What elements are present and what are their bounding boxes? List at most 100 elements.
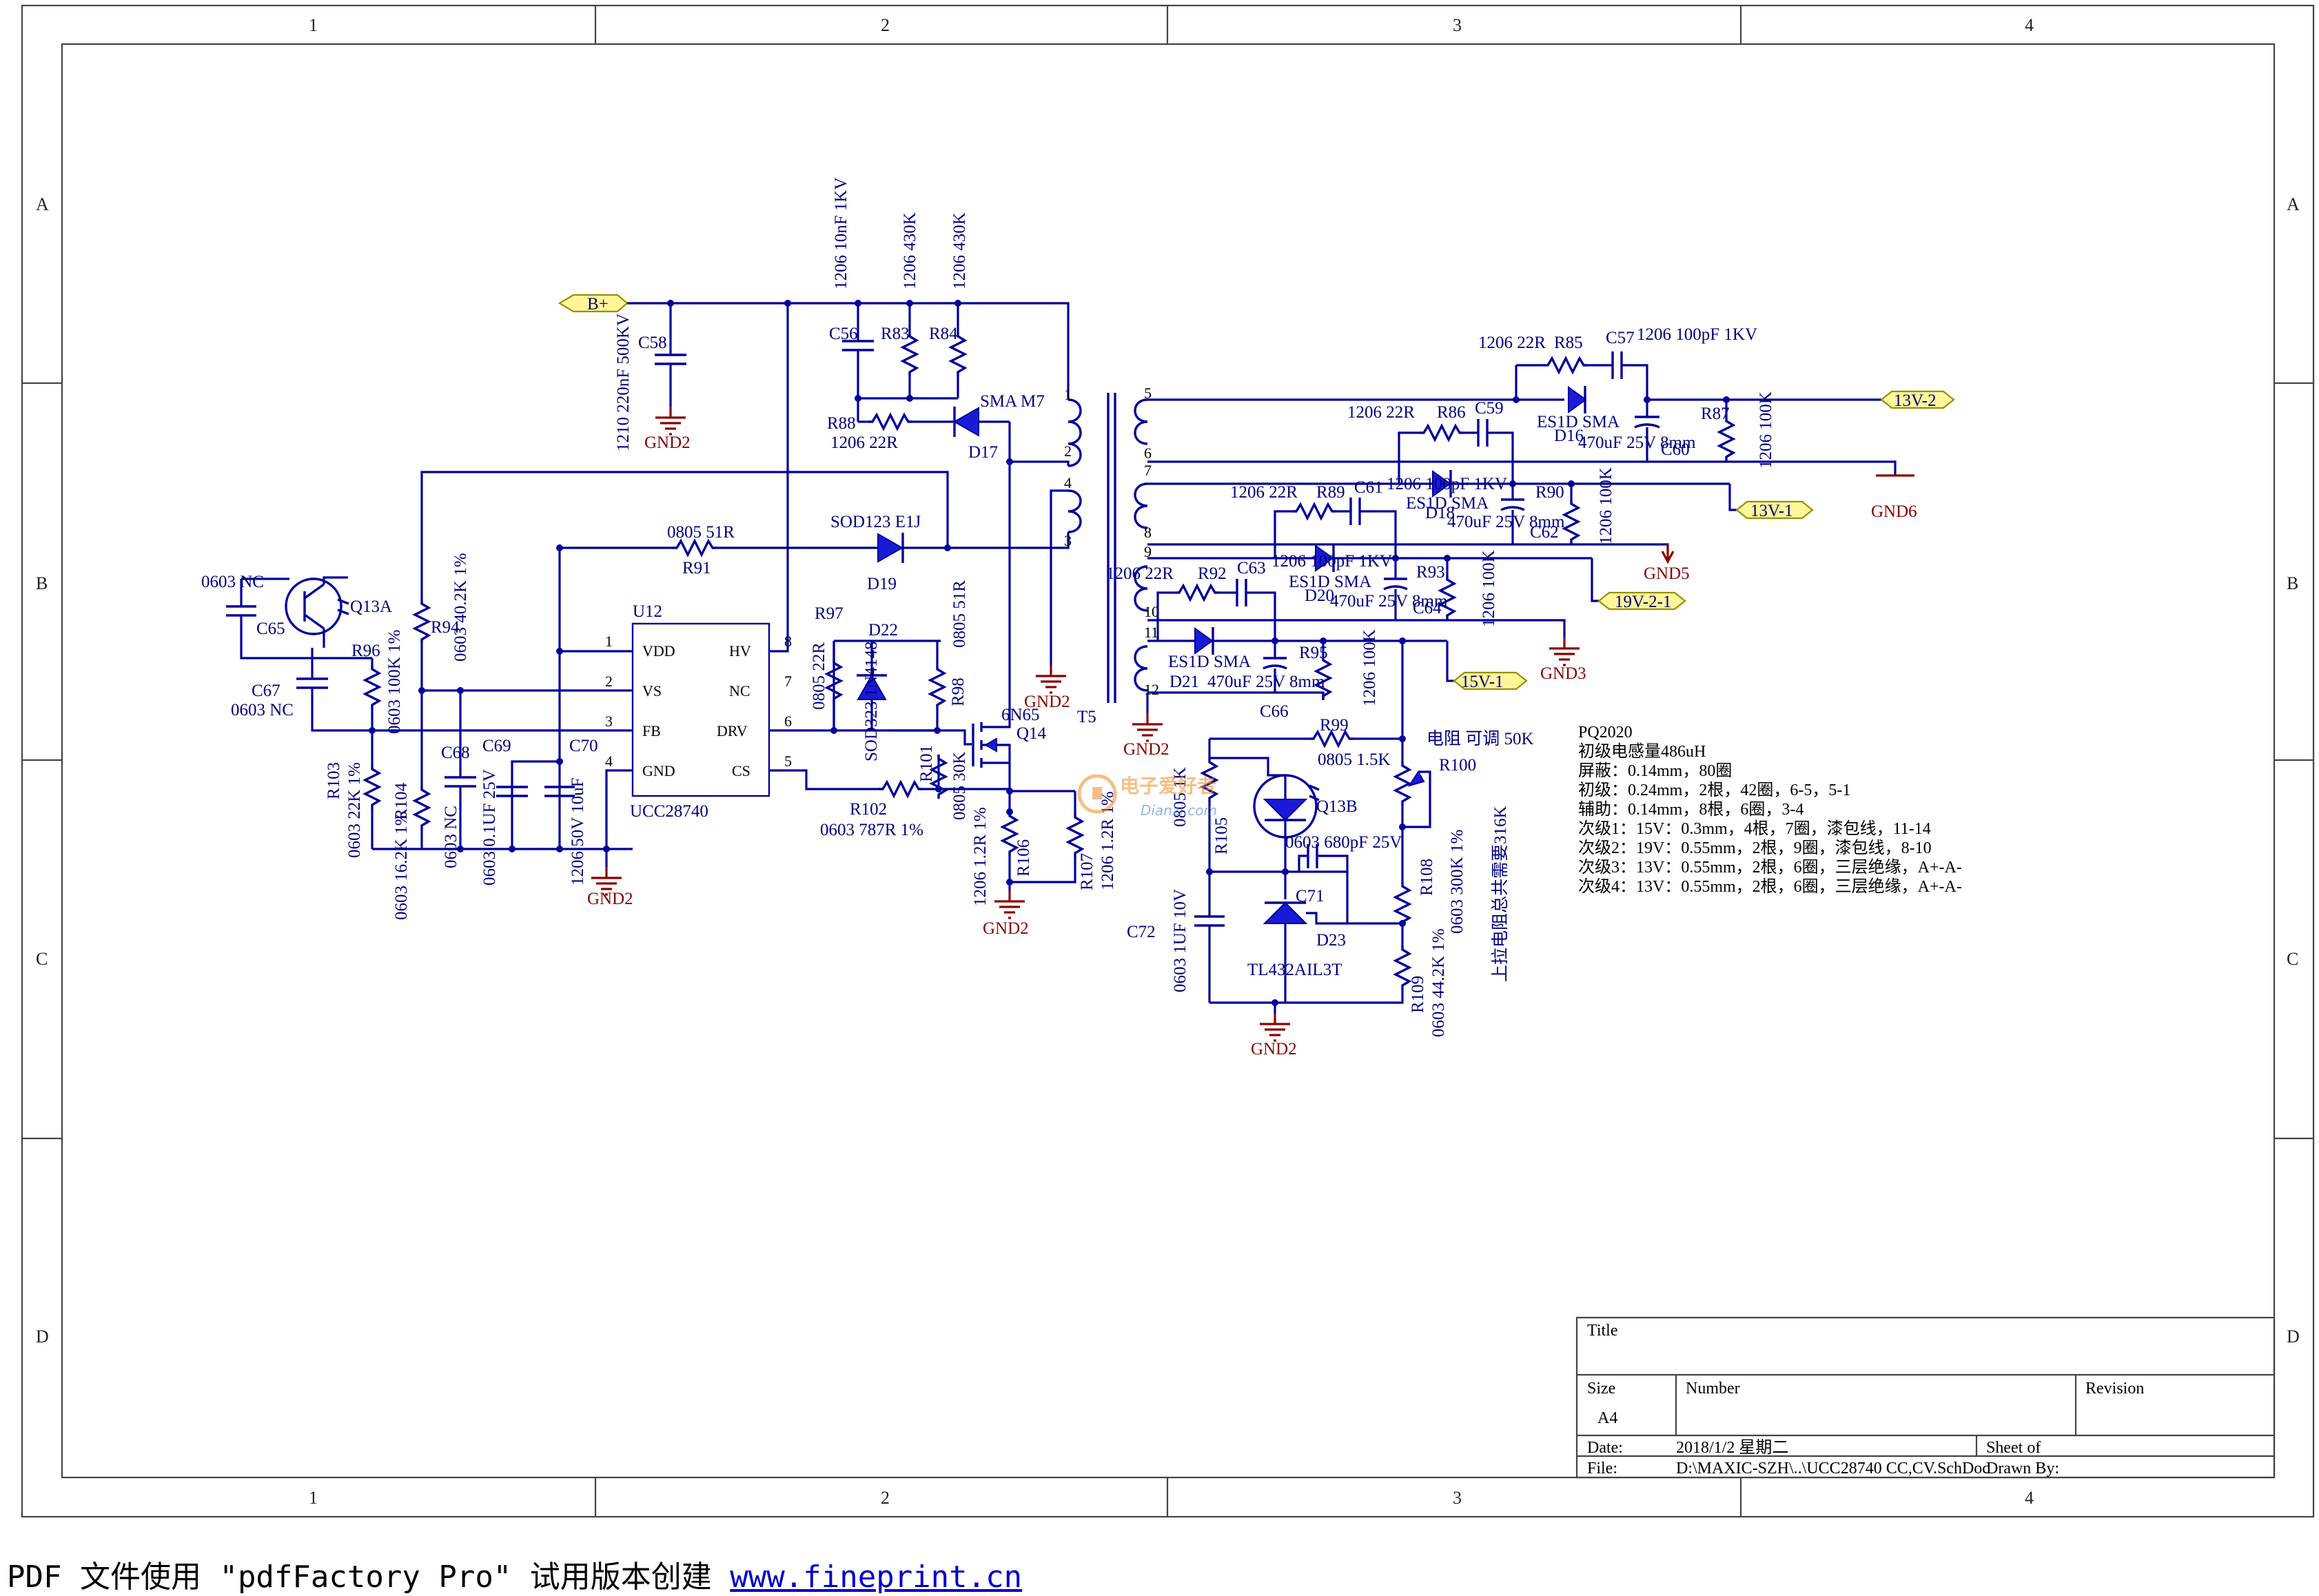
zone-col-1-bottom: 1 [309, 1488, 318, 1508]
r98-ref: R98 [949, 677, 968, 706]
output-19v-2-1: GND3 19V-2-1 1206 22R R89 C61 1206 100pF… [1147, 478, 1686, 683]
r93-ref: R93 [1416, 563, 1445, 582]
r92-ref: R92 [1198, 564, 1227, 583]
tb-file-label: File: [1587, 1460, 1617, 1477]
t5-pin-9: 9 [1144, 543, 1152, 560]
t5-ref: T5 [1077, 708, 1096, 726]
output-13v-1: GND5 13V-1 1206 22R R86 C59 1206 100pF 1… [1147, 399, 1814, 583]
port-15v-1: 15V-1 [1461, 673, 1504, 691]
r85-value: 1206 22R [1478, 334, 1546, 352]
pdf-footer: PDF 文件使用 "pdfFactory Pro" 试用版本创建 www.fin… [7, 1552, 1022, 1596]
zone-row-c-left: C [36, 949, 48, 969]
u12-pin-7-num: 7 [784, 673, 792, 690]
tb-file-value: D:\MAXIC-SZH\..\UCC28740 CC,CV.SchDoc [1676, 1460, 1990, 1477]
watermark-cn: 电子爱好者 [1120, 775, 1216, 797]
r83-value: 1206 430K [901, 212, 919, 289]
t5-pin-1: 1 [1064, 386, 1072, 403]
output-15v-1: GND2 15V-1 1206 22R R92 C63 ES1D SMA D21… [1106, 559, 1528, 759]
c58-capacitor: C58 1210 220nF 500KV GND2 [614, 303, 691, 452]
c65-ref: C65 [256, 620, 285, 638]
r91-value: 0805 51R [667, 523, 735, 542]
r108-ref: R108 [1418, 859, 1436, 896]
transformer-spec-notes: PQ2020 初级电感量486uH 屏蔽：0.14mm，80圈 初级：0.24m… [1578, 724, 1962, 896]
c63-ref: C63 [1237, 559, 1266, 577]
c59-value: 1206 100pF 1KV [1387, 475, 1507, 493]
spec-line-3: 初级：0.24mm，2根，42圈，6-5，5-1 [1578, 781, 1850, 799]
d17-value: SMA M7 [980, 392, 1045, 411]
footer-text: PDF 文件使用 "pdfFactory Pro" 试用版本创建 [7, 1559, 731, 1595]
d23-ref: D23 [1316, 931, 1346, 950]
r108-pullup-note: 上拉电阻总共需要316K [1491, 806, 1510, 982]
tb-drawn-label: Drawn By: [1986, 1460, 2059, 1477]
c56-value: 1206 10nF 1KV [832, 177, 850, 289]
output-13v-2: GND6 13V-2 1206 22R R85 C57 1206 100pF 1… [1147, 325, 1955, 521]
gnd5-label: GND5 [1644, 564, 1690, 583]
r106-ref: R106 [1014, 839, 1033, 877]
r96-ref: R96 [351, 642, 380, 660]
bplus-port-label: B+ [587, 295, 609, 314]
gnd2-label-c58: GND2 [644, 433, 691, 452]
secondary-windings: 5 6 7 8 9 10 11 1 12 [1134, 385, 1159, 698]
d18-value: ES1D SMA [1406, 494, 1489, 513]
r109-value: 0603 44.2K 1% [1429, 928, 1448, 1037]
d21-ref: D21 [1169, 673, 1199, 691]
d22-ref: D22 [868, 621, 898, 640]
t5-pin-12: 12 [1144, 681, 1159, 698]
tb-revision-label: Revision [2085, 1380, 2144, 1398]
c59-ref: C59 [1475, 399, 1504, 418]
u12-ref: U12 [633, 602, 662, 621]
gnd3-label: GND3 [1540, 664, 1586, 683]
c57-value: 1206 100pF 1KV [1637, 325, 1757, 344]
r83-ref: R83 [881, 325, 910, 343]
vdd-caps: GND2 C68 0603 NC C69 0603 0.1UF 25V C70 … [372, 648, 633, 908]
t5-pin-4: 4 [1064, 474, 1072, 491]
u12-pin-4-num: 4 [605, 753, 613, 770]
d20-value: ES1D SMA [1289, 573, 1371, 591]
q14-value: 6N65 [1001, 706, 1040, 724]
r101-value: 0805 30K [950, 752, 969, 820]
r97-value: 0805 22R [810, 642, 828, 710]
footer-link[interactable]: www.fineprint.cn [730, 1559, 1023, 1595]
zone-col-2-bottom: 2 [881, 1488, 890, 1508]
spec-line-4: 辅助：0.14mm，8根，6圈，3-4 [1578, 800, 1804, 819]
u12-pin-hv: HV [729, 642, 751, 659]
spec-line-0: PQ2020 [1578, 724, 1633, 741]
d16-value: ES1D SMA [1537, 413, 1620, 431]
r100-ref: R100 [1439, 756, 1476, 775]
port-19v-2-1: 19V-2-1 [1615, 593, 1671, 611]
r90-value: 1206 100K [1597, 467, 1615, 544]
zone-col-4-top: 4 [2025, 15, 2034, 35]
r87-ref: R87 [1701, 405, 1730, 423]
c57-ref: C57 [1606, 329, 1635, 347]
u12-pin-gnd: GND [642, 762, 675, 779]
r105-value: 0805 1K [1171, 767, 1189, 827]
r99-value: 0805 1.5K [1318, 750, 1391, 769]
port-13v-2: 13V-2 [1894, 391, 1937, 410]
c60-ref: C60 [1661, 440, 1690, 459]
t5-pin-2: 2 [1064, 442, 1072, 460]
d16-ref: D16 [1554, 427, 1584, 445]
r90-ref: R90 [1535, 483, 1564, 502]
zone-col-3-bottom: 3 [1453, 1488, 1462, 1508]
c67-value: 0603 NC [231, 701, 294, 719]
zone-labels: 1 2 3 4 1 2 3 4 A B C D A B C D [36, 15, 2300, 1508]
c70-ref: C70 [569, 737, 598, 755]
u12-pin-drv: DRV [717, 722, 748, 739]
bplus-rail: B+ [558, 294, 1070, 400]
site-watermark: 电子爱好者 Dianzi.com [1077, 774, 1217, 819]
rcd-snubber: C56 1206 10nF 1KV R83 1206 430K R84 1206… [829, 177, 969, 422]
r104-ref: R104 [392, 782, 411, 820]
u12-pin-nc: NC [729, 682, 750, 699]
tb-sheet-label: Sheet of [1986, 1439, 2041, 1457]
d21-value: ES1D SMA [1168, 653, 1251, 671]
c71-ref: C71 [1296, 887, 1325, 906]
c66-value: 470uF 25V 8mm [1207, 673, 1325, 691]
gnd2-label-aux: GND2 [1024, 693, 1070, 711]
r84-value: 1206 430K [950, 212, 969, 289]
zone-row-a-right: A [2287, 194, 2300, 214]
transformer-t5: GND2 1 2 4 3 T5 [1006, 386, 1116, 726]
c56-ref: C56 [829, 325, 858, 343]
c61-value: 1206 100pF 1KV [1271, 552, 1392, 571]
r87-value: 1206 100K [1757, 391, 1775, 469]
u12-pin-5-num: 5 [784, 753, 792, 770]
